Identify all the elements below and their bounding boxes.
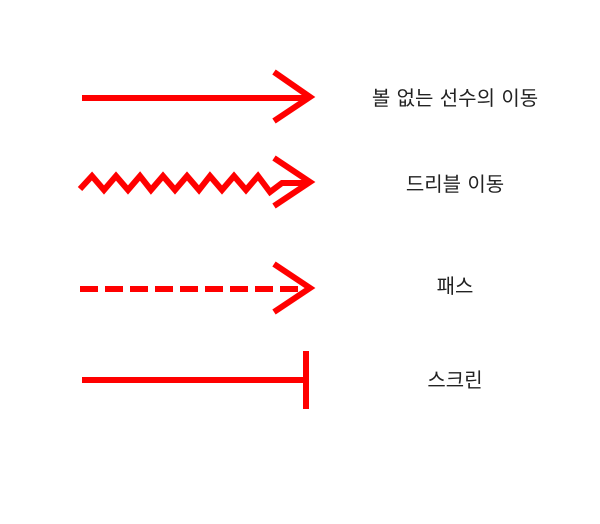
solid-arrow-icon xyxy=(82,69,316,124)
legend-label-pass: 패스 xyxy=(436,274,474,298)
legend-label-screen: 스크린 xyxy=(427,368,483,392)
legend-label-off-ball-movement: 볼 없는 선수의 이동 xyxy=(371,86,539,110)
dashed-arrow-icon xyxy=(80,261,316,315)
t-bar-icon xyxy=(82,351,309,409)
zigzag-arrow-icon xyxy=(77,155,316,209)
legend-label-dribble: 드리블 이동 xyxy=(405,172,505,196)
